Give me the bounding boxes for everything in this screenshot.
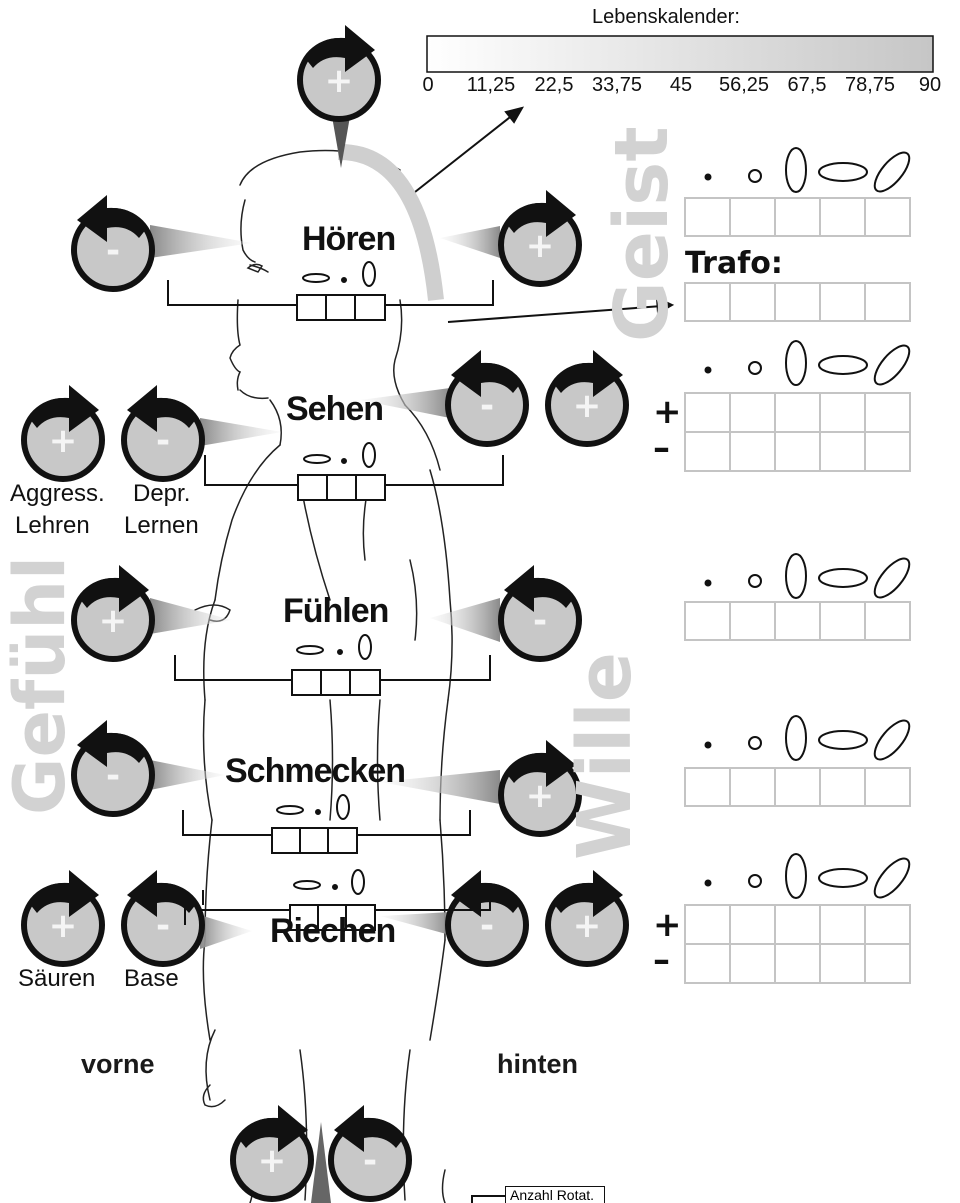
sense-block-hoeren xyxy=(167,261,494,321)
knob-sehen-back-plus[interactable]: + xyxy=(545,350,629,447)
calendar-tick: 67,5 xyxy=(787,74,827,96)
knob-sehen-aggress[interactable]: + xyxy=(21,385,105,482)
knob-fuehlen-front[interactable]: + xyxy=(71,565,155,662)
knob-bottom-minus[interactable]: - xyxy=(328,1105,412,1202)
label-lehren: Lehren xyxy=(15,512,90,539)
svg-text:+: + xyxy=(99,601,128,641)
knob-riechen-back-plus[interactable]: + xyxy=(545,870,629,967)
body-outline xyxy=(194,149,453,1203)
pointer-arrows xyxy=(414,106,675,323)
knob-schmecken-front[interactable]: - xyxy=(71,720,155,817)
svg-text:+: + xyxy=(325,61,354,101)
sense-block-sehen xyxy=(204,442,504,501)
label-aggress: Aggress. xyxy=(10,480,105,507)
plus-sign: + xyxy=(653,392,682,432)
grid-trafo xyxy=(684,282,911,322)
knob-schmecken-back[interactable]: + xyxy=(498,740,582,837)
calendar-tick: 33,75 xyxy=(591,74,643,96)
sense-block-riechen xyxy=(184,869,491,931)
geist-label: Geist xyxy=(599,126,685,342)
label-lernen: Lernen xyxy=(124,512,199,539)
svg-text:+: + xyxy=(573,386,602,426)
calendar-tick: 78,75 xyxy=(844,74,896,96)
knob-hoeren-front[interactable]: - xyxy=(71,195,155,292)
sense-hoeren: Hören xyxy=(302,220,396,258)
svg-text:+: + xyxy=(573,906,602,946)
grid-1 xyxy=(684,197,911,237)
plus-sign: + xyxy=(653,905,682,945)
label-depr: Depr. xyxy=(133,480,191,507)
sense-block-fuehlen xyxy=(174,634,491,696)
label-trafo: Trafo: xyxy=(685,246,783,281)
minus-sign: – xyxy=(653,428,670,468)
label-hinten: hinten xyxy=(497,1049,578,1079)
svg-text:+: + xyxy=(49,906,78,946)
knob-bottom-plus[interactable]: + xyxy=(230,1105,314,1202)
grid-3 xyxy=(684,601,911,641)
symbol-row-2 xyxy=(704,340,911,386)
beams xyxy=(150,225,500,949)
symbol-row-5 xyxy=(704,853,911,899)
grid-4 xyxy=(684,767,911,807)
minus-sign: – xyxy=(653,940,670,980)
svg-text:-: - xyxy=(156,421,170,461)
knob-fuehlen-back[interactable]: - xyxy=(498,565,582,662)
svg-text:-: - xyxy=(156,906,170,946)
svg-text:-: - xyxy=(106,231,120,271)
gefuehl-label: Gefühl xyxy=(0,555,81,815)
svg-text:+: + xyxy=(49,421,78,461)
knob-riechen-back-minus[interactable]: - xyxy=(445,870,529,967)
knob-sehen-back-minus[interactable]: - xyxy=(445,350,529,447)
calendar-tick: 90 xyxy=(918,74,942,96)
calendar-tick: 11,25 xyxy=(466,74,516,96)
svg-text:+: + xyxy=(526,226,555,266)
svg-text:-: - xyxy=(363,1141,377,1181)
sense-riechen: Riechen xyxy=(270,912,396,950)
lebenskalender xyxy=(426,35,934,73)
calendar-tick: 45 xyxy=(669,74,693,96)
legend-bracket xyxy=(471,1195,505,1203)
svg-text:-: - xyxy=(106,756,120,796)
calendar-tick: 0 xyxy=(422,74,434,96)
sense-sehen: Sehen xyxy=(286,390,384,428)
grid-5 xyxy=(684,904,911,984)
sense-fuehlen: Fühlen xyxy=(283,592,389,630)
calendar-tick: 56,25 xyxy=(718,74,770,96)
knob-riechen-base[interactable]: - xyxy=(121,870,205,967)
label-saeuren: Säuren xyxy=(18,965,96,992)
label-base: Base xyxy=(124,965,179,992)
svg-text:+: + xyxy=(526,776,555,816)
sense-schmecken: Schmecken xyxy=(225,752,406,790)
bottom-beam xyxy=(311,1122,331,1203)
calendar-tick: 22,5 xyxy=(534,74,574,96)
knob-top[interactable]: + xyxy=(297,25,381,122)
knob-riechen-saeuren[interactable]: + xyxy=(21,870,105,967)
symbol-row-1 xyxy=(704,147,911,193)
sense-block-schmecken xyxy=(182,794,471,854)
legend-anzahl-rotat: Anzahl Rotat. xyxy=(505,1186,605,1203)
symbol-row-3 xyxy=(704,553,911,599)
knob-hoeren-back[interactable]: + xyxy=(498,190,582,287)
svg-text:-: - xyxy=(480,906,494,946)
symbol-row-4 xyxy=(704,715,911,761)
head-arc xyxy=(337,143,444,301)
grid-2 xyxy=(684,392,911,472)
label-vorne: vorne xyxy=(81,1049,155,1079)
svg-text:-: - xyxy=(480,386,494,426)
calendar-title: Lebenskalender: xyxy=(592,6,740,28)
svg-text:-: - xyxy=(533,601,547,641)
wille-label: Wille xyxy=(562,652,648,860)
svg-text:+: + xyxy=(258,1141,287,1181)
knob-sehen-depr[interactable]: - xyxy=(121,385,205,482)
